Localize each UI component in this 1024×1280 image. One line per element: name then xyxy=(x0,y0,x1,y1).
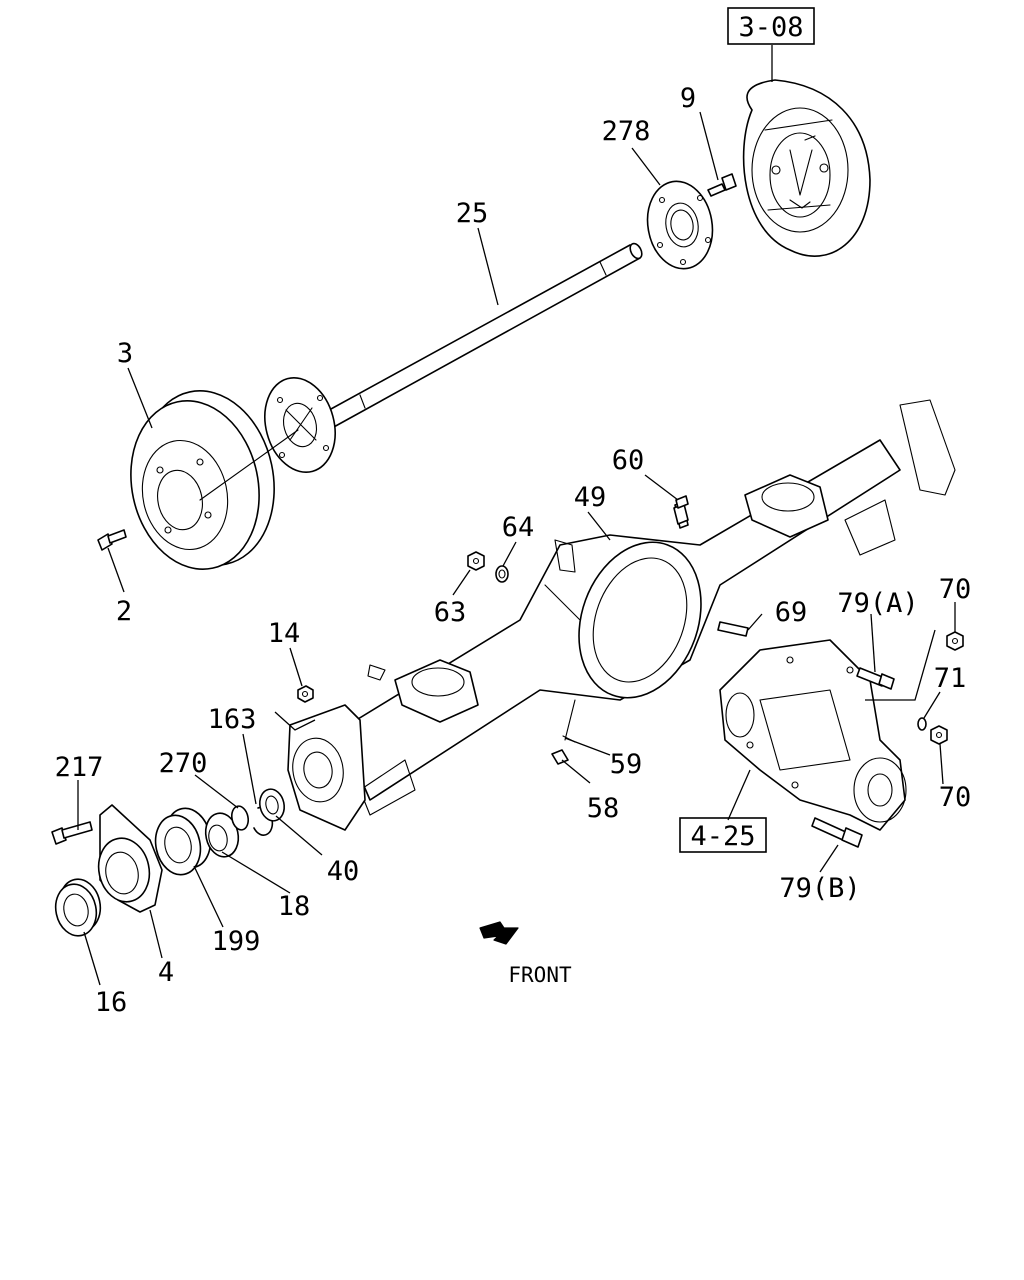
callout-69: 69 xyxy=(775,597,808,628)
stud-69 xyxy=(717,621,749,637)
breather-60 xyxy=(673,495,689,525)
ref-box-4-25: 4-25 xyxy=(679,817,767,853)
callout-278: 278 xyxy=(602,116,651,147)
callout-3: 3 xyxy=(117,338,133,369)
callout-79b: 79(B) xyxy=(779,873,860,904)
bearing-18 xyxy=(204,812,240,858)
callout-70-upper: 70 xyxy=(939,574,972,605)
callout-79a: 79(A) xyxy=(837,588,918,619)
washer-71 xyxy=(917,717,927,731)
callout-18: 18 xyxy=(278,891,311,922)
front-arrow-icon xyxy=(479,921,519,945)
axle-flange xyxy=(264,377,336,473)
axle-shaft-25 xyxy=(319,242,643,429)
callout-14: 14 xyxy=(268,618,301,649)
housing-end-flange xyxy=(287,704,366,831)
callout-63: 63 xyxy=(434,597,467,628)
bolt-79b xyxy=(811,817,863,848)
differential-carrier xyxy=(719,639,907,831)
callout-71: 71 xyxy=(934,663,967,694)
brake-disc-3 xyxy=(130,390,299,570)
bearing-199 xyxy=(154,807,212,876)
nut-70-lower xyxy=(930,725,948,745)
nut-70-upper xyxy=(946,631,964,651)
callout-270: 270 xyxy=(159,748,208,779)
callout-40: 40 xyxy=(327,856,360,887)
callout-9: 9 xyxy=(680,83,696,114)
callout-16: 16 xyxy=(95,987,128,1018)
callout-25: 25 xyxy=(456,198,489,229)
callout-58: 58 xyxy=(587,793,620,824)
oil-seal-16 xyxy=(54,878,102,937)
bearing-retainer-4 xyxy=(97,804,163,913)
front-direction-indicator: FRONT xyxy=(479,921,572,987)
bolt-79a xyxy=(856,667,895,690)
washer-64 xyxy=(495,565,509,583)
callout-2: 2 xyxy=(116,596,132,627)
nut-63 xyxy=(467,551,485,571)
axle-housing-49 xyxy=(339,399,956,816)
plug-58 xyxy=(551,749,569,765)
seal-40 xyxy=(258,788,286,822)
callout-64: 64 xyxy=(502,512,535,543)
brake-backing-plate xyxy=(742,79,871,257)
ref-box-3-08: 3-08 xyxy=(727,7,815,45)
callout-60: 60 xyxy=(612,445,645,476)
callout-49: 49 xyxy=(574,482,607,513)
callout-199: 199 xyxy=(212,926,261,957)
callout-70-lower: 70 xyxy=(939,782,972,813)
retainer-278 xyxy=(646,180,714,270)
nut-14 xyxy=(297,685,314,703)
bolt-217 xyxy=(51,821,93,845)
ref-box-4-25-label: 4-25 xyxy=(690,821,755,852)
callout-labels: 9 278 25 3 2 60 49 64 63 69 79(A) 70 71 … xyxy=(55,83,972,1018)
callout-217: 217 xyxy=(55,752,104,783)
callout-59: 59 xyxy=(610,749,643,780)
callout-4: 4 xyxy=(158,957,174,988)
callout-163: 163 xyxy=(208,704,257,735)
leader-lines xyxy=(77,45,956,986)
front-label: FRONT xyxy=(508,963,572,987)
ref-box-3-08-label: 3-08 xyxy=(738,12,803,43)
screw-2 xyxy=(97,529,127,551)
ring-270 xyxy=(230,805,250,831)
bolt-9 xyxy=(707,173,737,197)
